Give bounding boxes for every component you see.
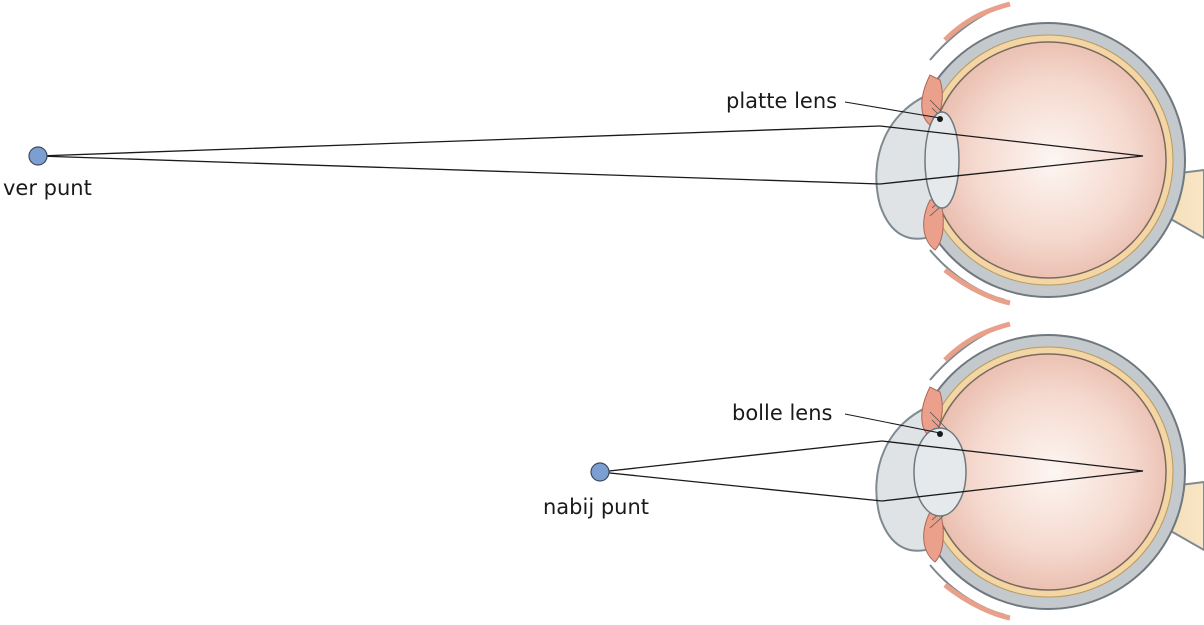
convex-lens-marker <box>937 431 943 437</box>
near-point-dot <box>590 462 610 482</box>
flat-lens-leader <box>844 101 941 119</box>
near-point-label: nabij punt <box>543 495 650 519</box>
convex-lens <box>913 427 967 517</box>
far-point-label: ver punt <box>3 176 92 200</box>
rays-bottom <box>599 440 1144 502</box>
convex-lens-label: bolle lens <box>732 401 833 425</box>
far-point-dot <box>28 146 48 166</box>
cornea <box>875 90 936 240</box>
flat-lens-marker <box>937 116 943 122</box>
flat-lens <box>924 111 960 209</box>
eye-top <box>875 1 1204 306</box>
flat-lens-label: platte lens <box>726 89 838 113</box>
eye-bottom <box>875 321 1204 621</box>
convex-lens-leader <box>844 413 941 434</box>
rays-top <box>37 125 1144 185</box>
vitreous-body <box>929 41 1167 279</box>
top-panel <box>28 1 1204 306</box>
bottom-panel <box>590 321 1204 621</box>
